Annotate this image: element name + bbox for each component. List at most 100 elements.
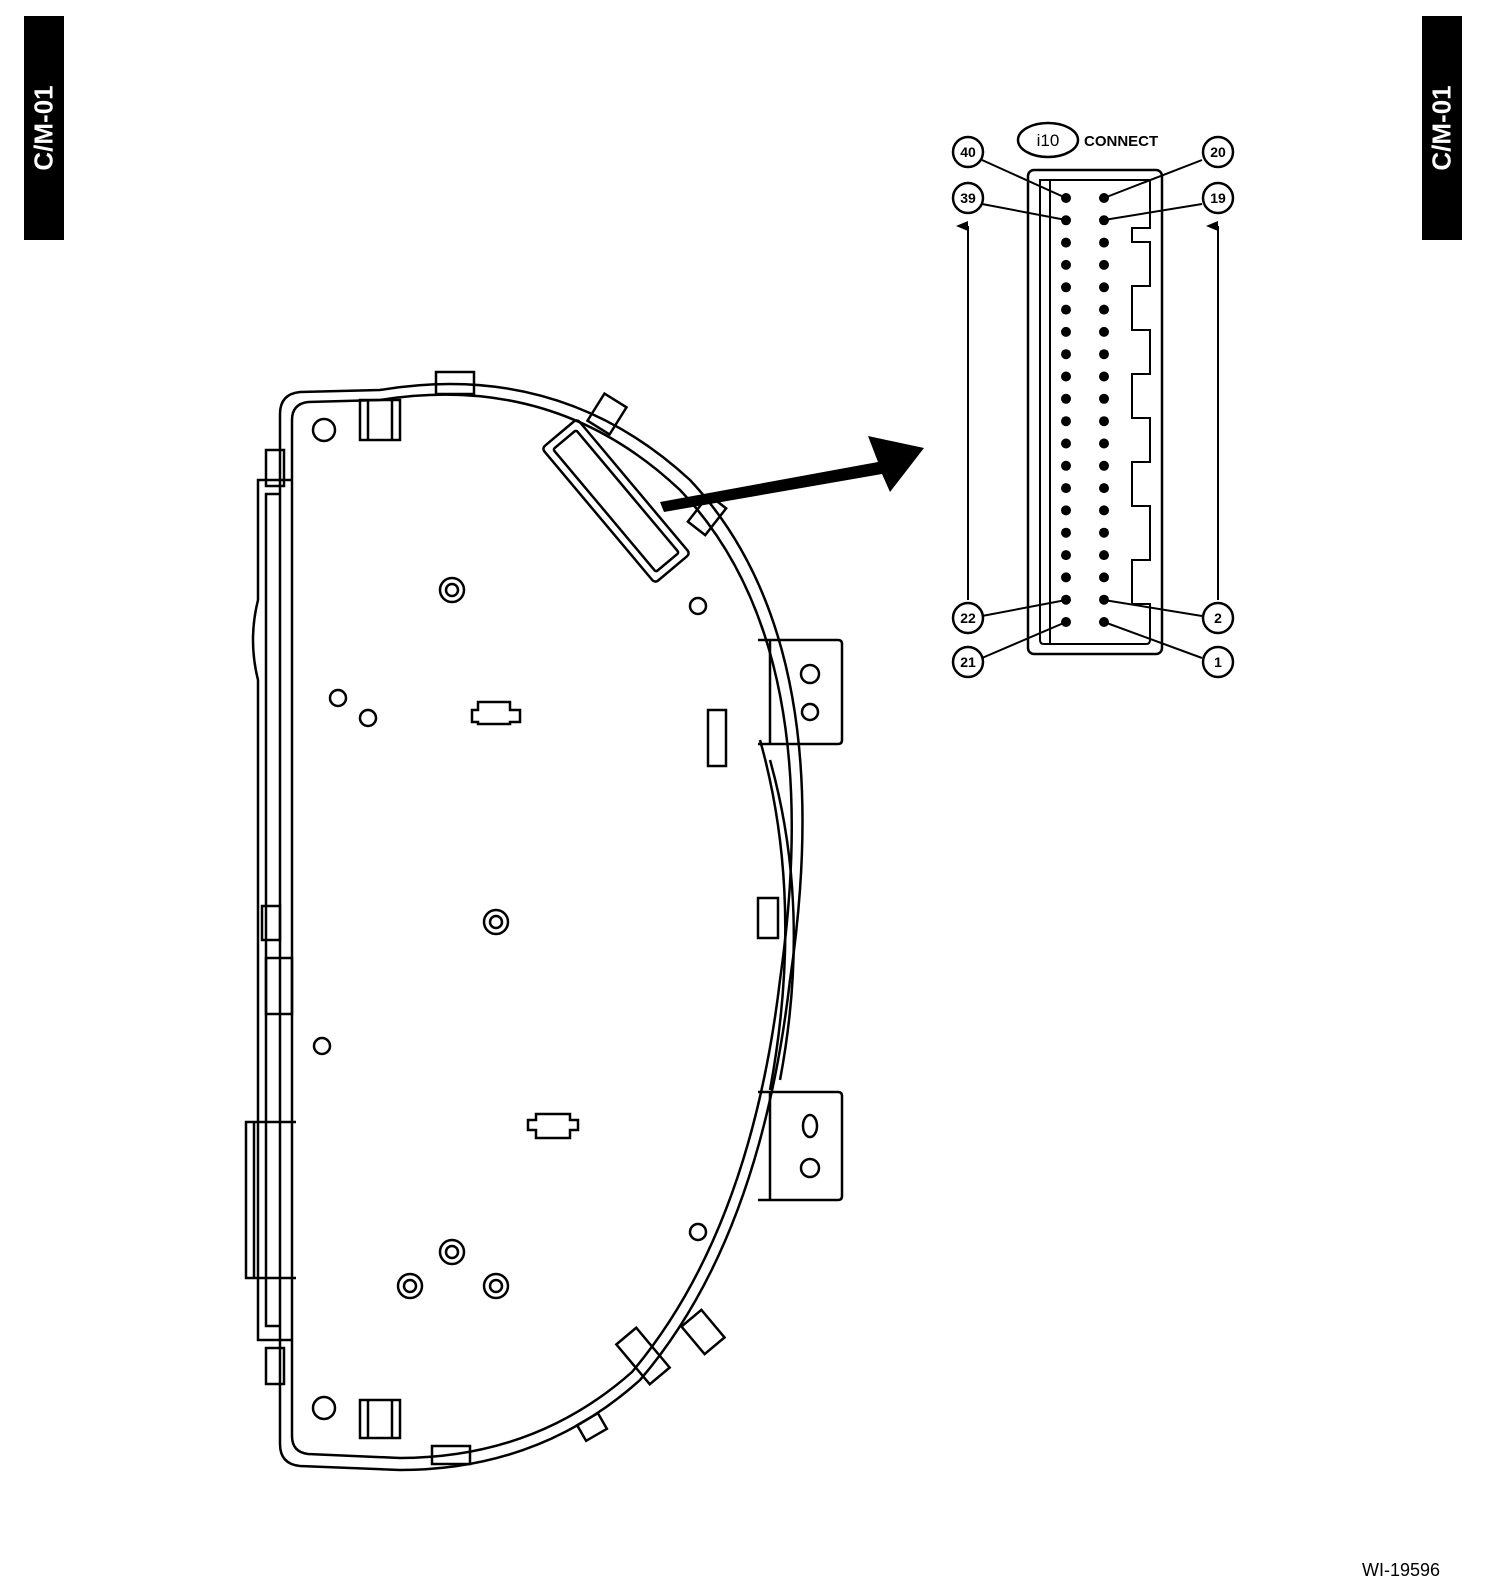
pin-badge-19 bbox=[1201, 181, 1235, 215]
right-tab bbox=[614, 1325, 672, 1387]
connector-pin bbox=[1061, 460, 1071, 471]
connector-pin bbox=[1061, 371, 1071, 382]
bracket-hole bbox=[801, 1113, 819, 1139]
figure-id: WI-19596 bbox=[1362, 1560, 1441, 1580]
pin-label-22: 22 bbox=[960, 610, 976, 626]
leader-line bbox=[1103, 159, 1203, 199]
hole bbox=[688, 596, 708, 616]
bottom-clip bbox=[358, 1398, 402, 1440]
connector-pin bbox=[1099, 304, 1109, 315]
connector-body-inner bbox=[1039, 179, 1151, 645]
cluster-slot bbox=[706, 708, 728, 768]
leader-line bbox=[981, 621, 1067, 659]
connector-pin bbox=[1061, 527, 1071, 538]
right-bracket-upper bbox=[758, 638, 844, 746]
connector-pin bbox=[1061, 594, 1071, 605]
pin-label-1: 1 bbox=[1214, 654, 1222, 670]
pin-badge-40 bbox=[951, 135, 985, 169]
bottom-tab bbox=[430, 1444, 472, 1466]
pin-badge-39 bbox=[951, 181, 985, 215]
connector-pin bbox=[1061, 483, 1071, 494]
connector-pin bbox=[1099, 349, 1109, 360]
connector-pin bbox=[1099, 237, 1109, 248]
connector-pin bbox=[1061, 282, 1071, 293]
right-tab bbox=[756, 896, 780, 940]
connector-pin bbox=[1061, 259, 1071, 270]
connector-pin bbox=[1099, 282, 1109, 293]
connector-pin bbox=[1061, 393, 1071, 404]
hole bbox=[311, 1395, 337, 1421]
left-clip bbox=[264, 956, 294, 1016]
cluster-left-frame bbox=[251, 478, 292, 1342]
pin-badge-22 bbox=[951, 601, 985, 635]
bracket-hole bbox=[800, 702, 820, 722]
connector-pin bbox=[1099, 326, 1109, 337]
connector-pin bbox=[1061, 237, 1071, 248]
screw-hole bbox=[438, 1238, 466, 1266]
cluster-connector-housing-inner bbox=[552, 429, 680, 573]
pin-label-20: 20 bbox=[1210, 144, 1226, 160]
connector-body-outer bbox=[1026, 168, 1164, 656]
pin-badge-21 bbox=[951, 645, 985, 679]
section-tab-left: C/M-01 bbox=[24, 16, 64, 240]
right-tab bbox=[679, 1308, 727, 1356]
connector-pin bbox=[1099, 594, 1109, 605]
left-mount-block bbox=[244, 1120, 296, 1280]
connector-pin bbox=[1099, 416, 1109, 427]
hole bbox=[328, 688, 348, 708]
left-clip bbox=[260, 904, 282, 942]
hole bbox=[358, 708, 378, 728]
pin-badge-2 bbox=[1201, 601, 1235, 635]
cluster-left-frame-inner bbox=[264, 492, 280, 1328]
screw-hole bbox=[482, 1272, 510, 1300]
connector-detail: i10 CONNECT bbox=[951, 121, 1235, 679]
pin-label-2: 2 bbox=[1214, 610, 1222, 626]
connector-pin bbox=[1061, 215, 1071, 226]
bracket-hole bbox=[799, 663, 821, 685]
connector-id-text: i10 bbox=[1037, 131, 1060, 150]
pin-label-39: 39 bbox=[960, 190, 976, 206]
pin-dots bbox=[1061, 193, 1109, 627]
hole bbox=[312, 1036, 332, 1056]
screw-hole bbox=[438, 576, 466, 604]
connector-pin bbox=[1061, 572, 1071, 583]
right-tab bbox=[585, 391, 629, 437]
right-tab bbox=[575, 1411, 609, 1443]
connector-pin bbox=[1099, 483, 1109, 494]
instrument-cluster bbox=[244, 370, 844, 1472]
pin-badge-1 bbox=[1201, 645, 1235, 679]
hole bbox=[688, 1222, 708, 1242]
connector-pin bbox=[1099, 259, 1109, 270]
screw-hole bbox=[396, 1272, 424, 1300]
cluster-outer-housing bbox=[278, 382, 804, 1472]
leader-line bbox=[981, 599, 1067, 617]
connector-pin bbox=[1099, 527, 1109, 538]
cluster-connector-housing bbox=[542, 419, 690, 583]
left-clip bbox=[264, 448, 286, 488]
connector-pin bbox=[1061, 438, 1071, 449]
top-clip bbox=[358, 398, 402, 442]
connector-pin bbox=[1061, 349, 1071, 360]
pointer-arrow bbox=[660, 436, 924, 512]
cluster-inner-plate bbox=[290, 393, 793, 1460]
connector-pin bbox=[1061, 326, 1071, 337]
right-bracket-lower bbox=[758, 1090, 844, 1202]
connector-pin bbox=[1061, 304, 1071, 315]
connector-pin bbox=[1099, 438, 1109, 449]
hole bbox=[311, 417, 337, 443]
connector-label: CONNECT bbox=[1084, 133, 1158, 150]
pin-label-19: 19 bbox=[1210, 190, 1226, 206]
connector-pin bbox=[1061, 505, 1071, 516]
connector-pin bbox=[1099, 371, 1109, 382]
socket bbox=[470, 700, 522, 726]
socket bbox=[526, 1112, 580, 1140]
top-tab bbox=[434, 370, 476, 396]
connector-pin bbox=[1099, 393, 1109, 404]
connector-pin bbox=[1061, 550, 1071, 561]
leader-line bbox=[1103, 621, 1203, 659]
connector-pin bbox=[1099, 550, 1109, 561]
section-tab-right: C/M-01 bbox=[1422, 16, 1462, 240]
leader-line bbox=[981, 159, 1067, 199]
connector-pin bbox=[1099, 215, 1109, 226]
